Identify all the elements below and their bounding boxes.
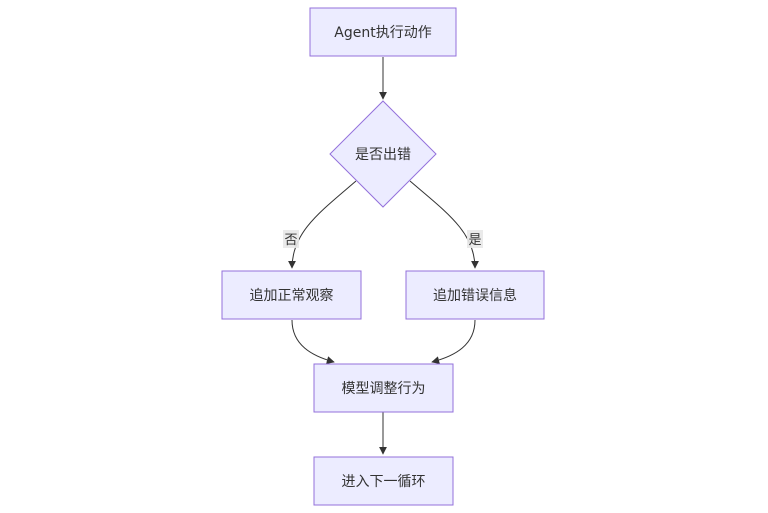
- edge-label-yes-text: 是: [468, 233, 481, 248]
- node-next: 进入下一循环: [313, 456, 454, 506]
- node-start-label: Agent执行动作: [334, 25, 431, 41]
- node-normal: 追加正常观察: [221, 270, 362, 320]
- node-adjust-label: 模型调整行为: [342, 381, 426, 397]
- node-decision: 是否出错: [329, 100, 437, 208]
- edges: [288, 57, 479, 455]
- edge-error-to-adjust: [431, 319, 476, 365]
- node-normal-label: 追加正常观察: [250, 287, 334, 304]
- edge-normal-to-adjust: [291, 319, 335, 364]
- edge-decision-to-normal: [288, 180, 357, 269]
- edge-label-no: 否: [283, 230, 299, 248]
- node-decision-label: 是否出错: [355, 147, 411, 163]
- node-error-label: 追加错误信息: [433, 287, 517, 304]
- node-next-label: 进入下一循环: [342, 474, 426, 490]
- edge-label-no-text: 否: [284, 233, 297, 248]
- node-start: Agent执行动作: [309, 7, 457, 57]
- edge-decision-to-error: [409, 180, 479, 269]
- node-adjust: 模型调整行为: [313, 363, 454, 413]
- node-error: 追加错误信息: [405, 270, 545, 320]
- edge-label-yes: 是: [467, 230, 483, 248]
